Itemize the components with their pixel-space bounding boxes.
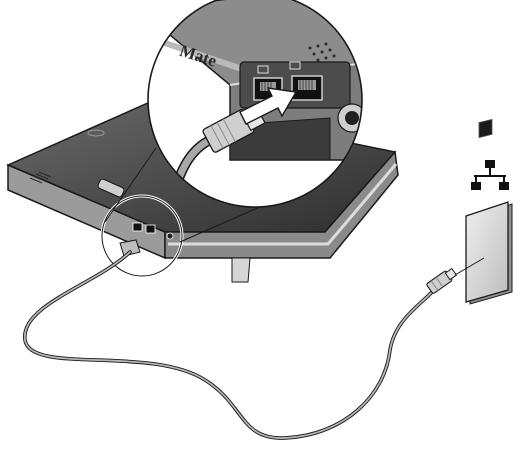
network-cable [25,252,432,438]
small-port-2 [146,225,155,233]
small-port-1 [133,223,142,231]
wall-socket [479,119,492,137]
network-icon [471,160,509,190]
wall-plate-face [466,202,508,302]
lan-port [292,76,322,100]
wall-jack-plate [455,119,512,304]
laptop-corner [232,258,250,282]
small-jack [167,233,173,239]
wall-plug [426,267,457,294]
